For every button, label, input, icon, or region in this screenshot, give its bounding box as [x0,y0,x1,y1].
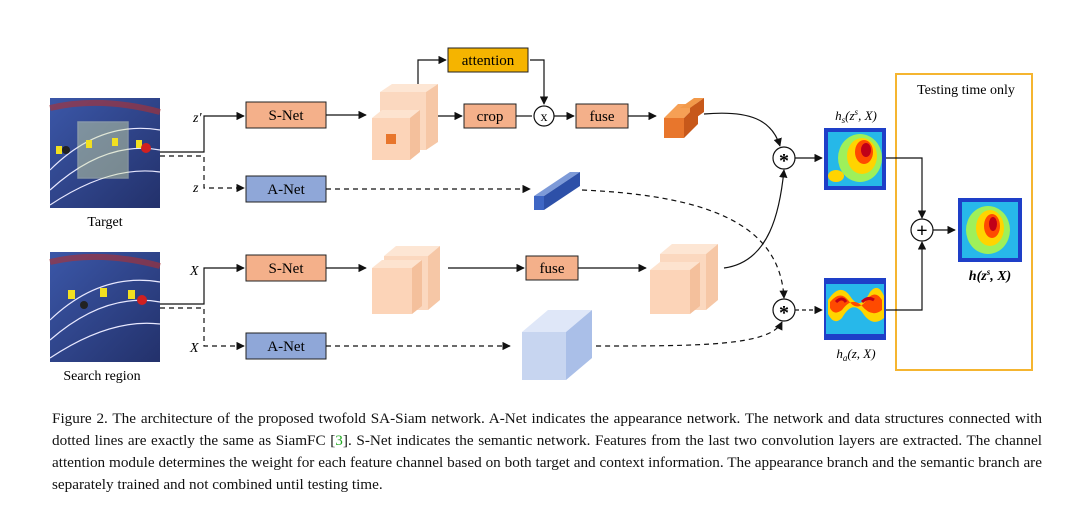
citation-link[interactable]: 3 [335,432,343,449]
channel-multiply-node: x [533,105,555,127]
module-arrows [326,110,531,351]
target-connectors [160,111,245,193]
fused-semantic-search-cube [650,244,718,314]
ha-label: ha(z, X) [836,346,875,363]
sum-arrows [886,157,956,311]
appearance-template-feature [534,172,580,210]
sa-siam-diagram: Target Search region z' z X X S-Net A-Ne… [49,47,1033,384]
attention-label: attention [462,53,515,69]
snet-bottom-box: S-Net [245,254,327,282]
appearance-correlation-symbol: * [779,302,789,324]
appearance-response-map [824,278,886,340]
search-region-image [49,252,161,362]
fuse-top-box: fuse [575,103,629,129]
anet-top-box: A-Net [245,175,327,203]
semantic-correlation-node: * [772,146,796,172]
input-z-prime: z' [192,111,202,126]
anet-bottom-label: A-Net [267,339,305,355]
input-x-bottom: X [189,341,199,356]
input-x-top: X [189,264,199,279]
anet-top-label: A-Net [267,182,305,198]
fuse-bottom-box: fuse [525,255,579,281]
sum-node: + [910,218,934,242]
search-connectors [160,263,245,351]
crop-label: crop [477,109,504,125]
target-label: Target [87,215,122,230]
fuse-top-label: fuse [590,109,615,125]
semantic-template-feature [664,98,704,138]
semantic-search-feature-cube [372,246,440,314]
snet-top-label: S-Net [269,108,305,124]
h-label: h(zs, X) [969,267,1011,284]
fuse-bottom-label: fuse [540,261,565,277]
snet-bottom-label: S-Net [269,261,305,277]
appearance-search-feature-cube [522,310,592,380]
target-image [49,98,161,208]
final-response-map [958,198,1022,262]
multiply-symbol: x [541,110,548,125]
attention-box: attention [447,47,529,73]
hs-label: hs(zs, X) [835,107,877,125]
snet-top-box: S-Net [245,101,327,129]
search-region-label: Search region [63,369,140,384]
crop-box: crop [463,103,517,129]
figure-caption: Figure 2. The architecture of the propos… [52,408,1042,496]
semantic-response-map [824,128,886,190]
caption-part1: Figure 2. The architecture of the propos… [52,410,1042,449]
semantic-target-feature-cube [372,84,438,160]
caption-part2: ]. S-Net indicates the semantic network.… [52,432,1042,493]
sum-symbol: + [916,220,927,242]
attention-arrows [417,55,657,121]
input-z: z [192,181,199,196]
testing-time-box [895,73,1033,371]
appearance-correlation-node: * [772,298,796,324]
semantic-correlation-symbol: * [779,150,789,172]
anet-bottom-box: A-Net [245,332,327,360]
testing-time-title: Testing time only [917,83,1015,98]
correlation-arrows [581,112,823,347]
